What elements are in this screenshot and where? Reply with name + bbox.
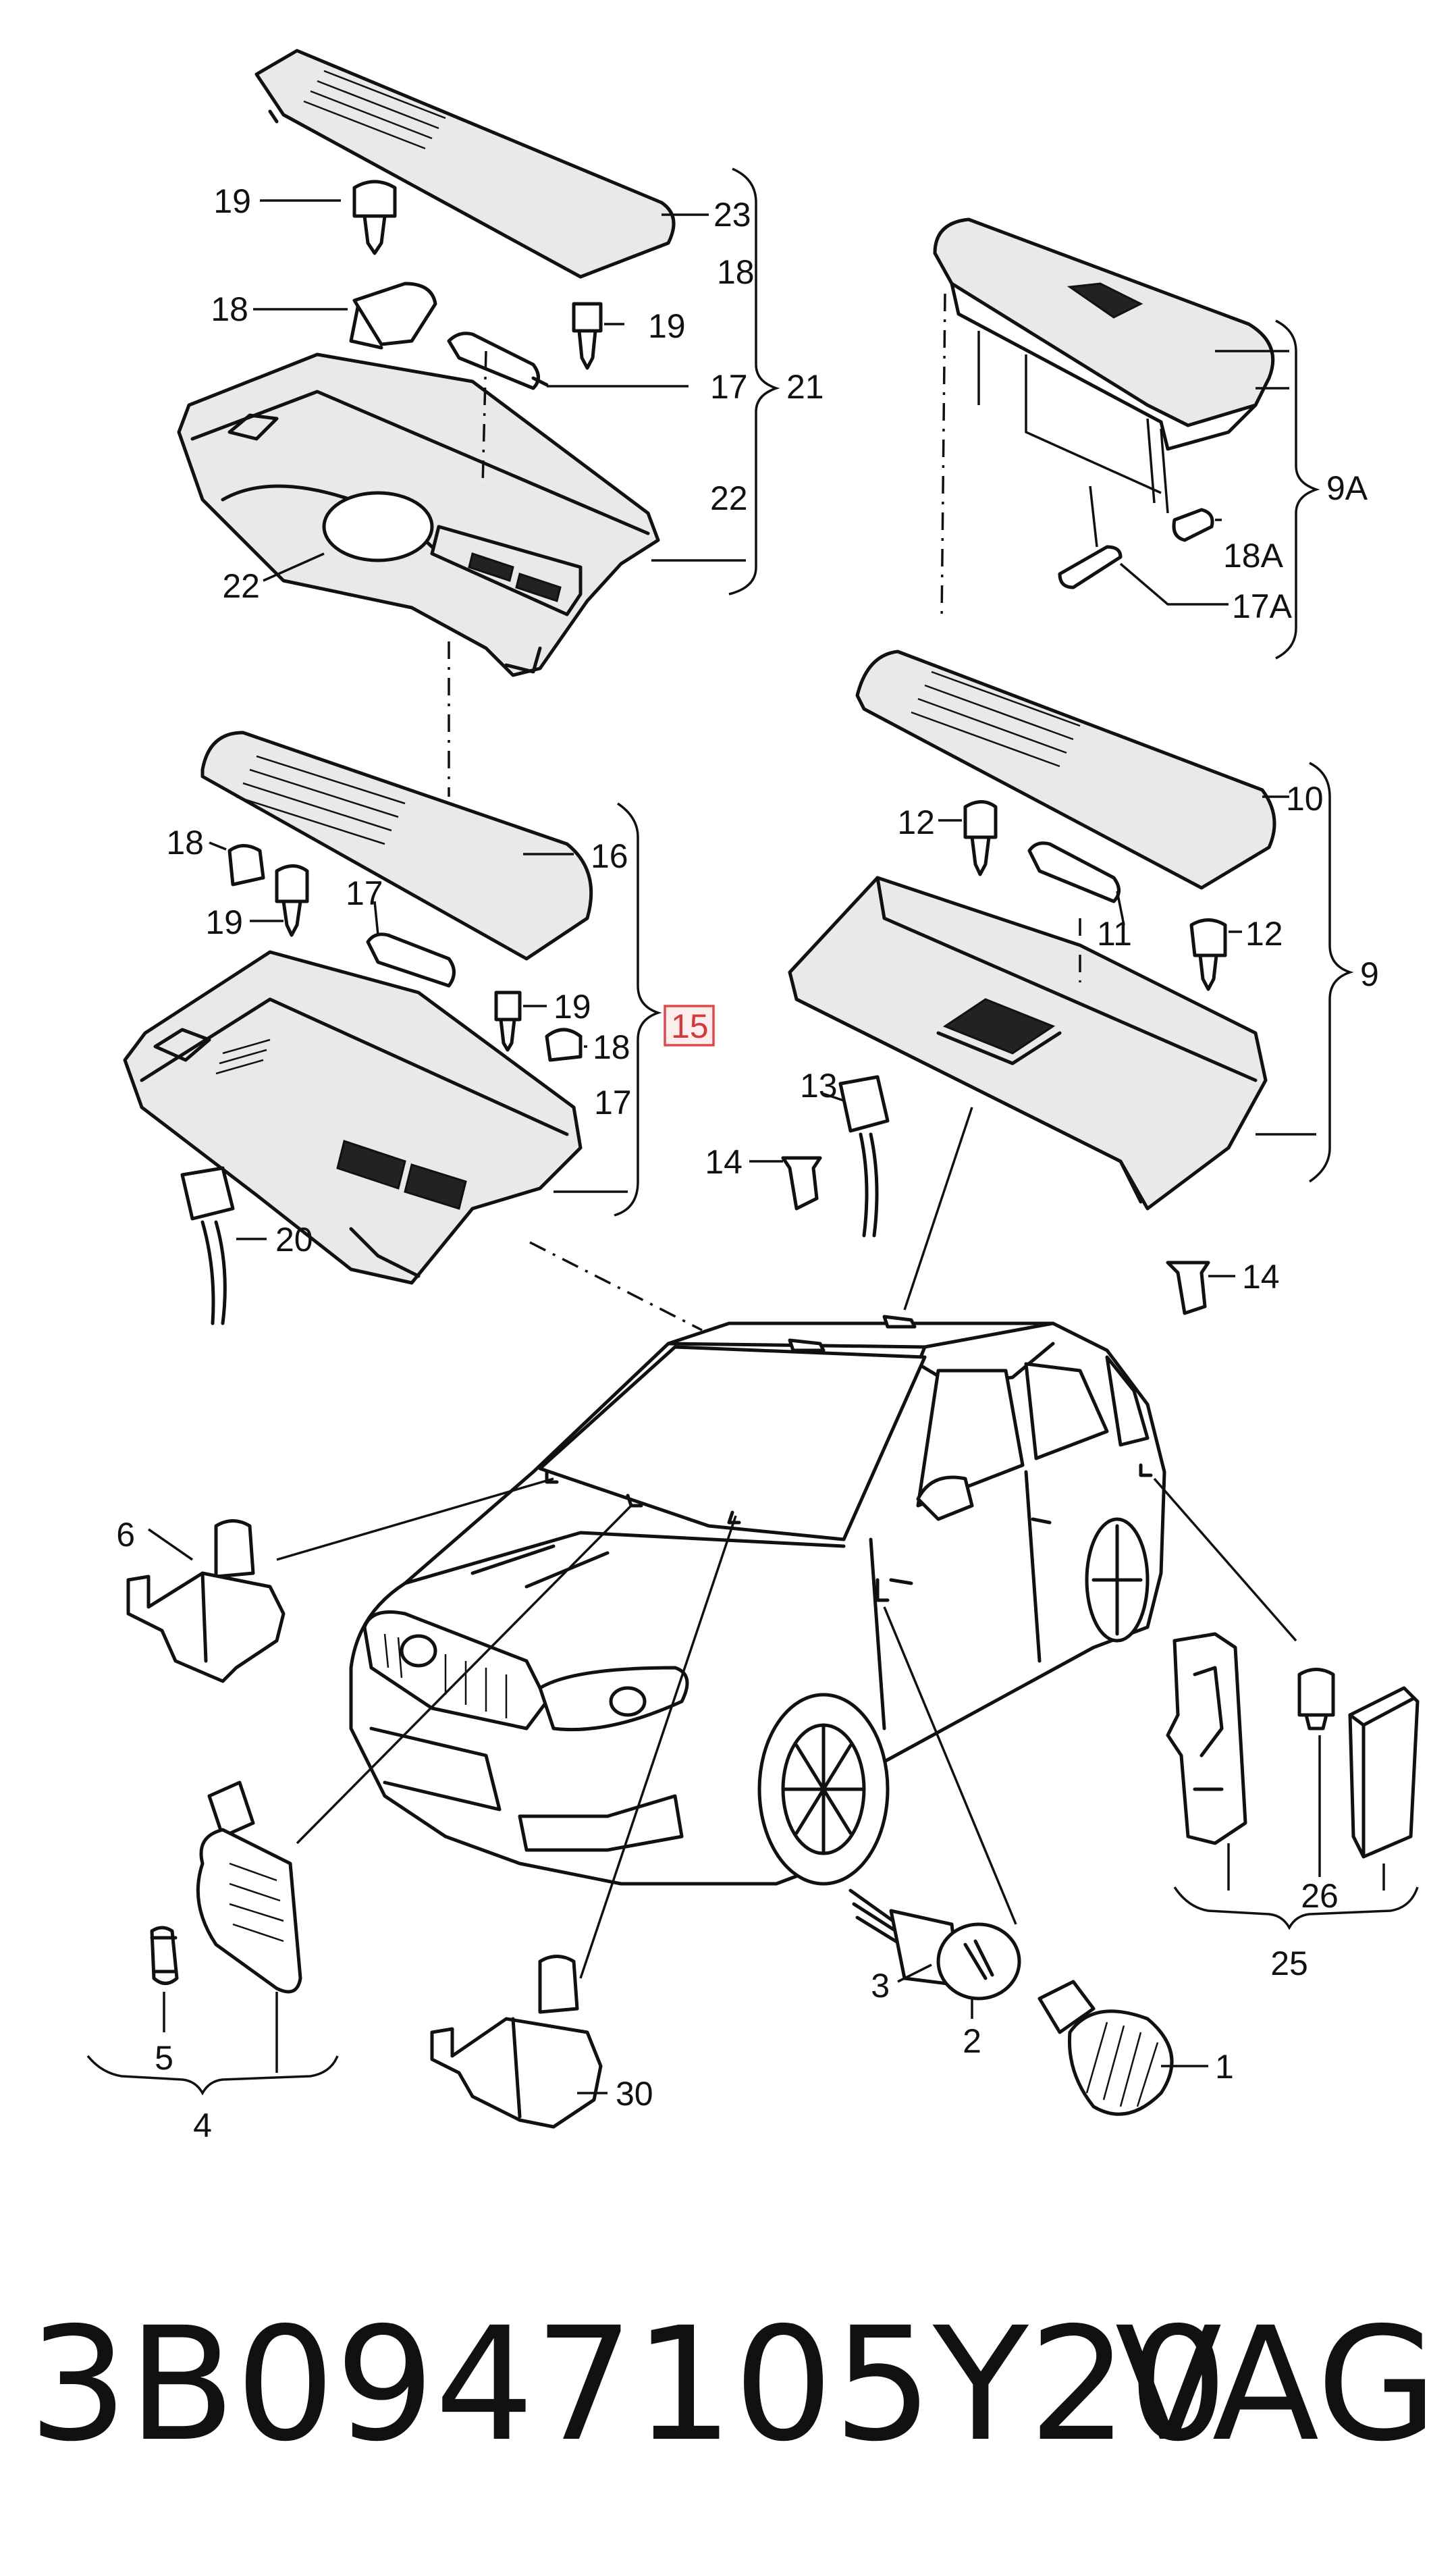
- label-12-a: 12: [897, 803, 935, 841]
- car-windshield: [538, 1345, 927, 1541]
- label-19-b: 19: [648, 307, 686, 345]
- label-10: 10: [1286, 780, 1324, 818]
- side-repeater-1: [1037, 1980, 1174, 2116]
- festoon-11: [1027, 841, 1121, 903]
- bulb-12-left: [963, 800, 998, 876]
- label-11: 11: [1097, 915, 1132, 953]
- bulb-5: [150, 1926, 179, 1985]
- label-3: 3: [871, 1967, 890, 2005]
- lower-parts-drawing: [86, 1477, 1420, 2129]
- switch-9A: [1067, 282, 1143, 319]
- connector-20: [180, 1166, 235, 1325]
- housing-15: [123, 950, 583, 1285]
- brand-name: VAG: [1115, 2294, 1438, 2476]
- bulb-19-mid-right: [494, 990, 522, 1052]
- label-19-a: 19: [213, 182, 251, 220]
- assembly-9A-drawing: [933, 217, 1320, 660]
- label-18-a: 18: [717, 253, 755, 291]
- switch-30: [430, 1955, 603, 2129]
- festoon-17A: [1058, 545, 1123, 589]
- car-drawing: [349, 1315, 1166, 1886]
- label-1: 1: [1215, 2048, 1234, 2086]
- label-6: 6: [116, 1516, 135, 1554]
- label-12-b: 12: [1245, 915, 1283, 953]
- label-16: 16: [591, 837, 628, 875]
- label-13: 13: [800, 1067, 838, 1105]
- callout-15-box: [664, 1005, 715, 1047]
- label-5: 5: [155, 2039, 173, 2077]
- car-rear-side-window: [1024, 1362, 1109, 1460]
- bulb-12-right: [1189, 918, 1227, 991]
- lamp-25-holder: [1166, 1632, 1247, 1845]
- label-30: 30: [616, 2075, 653, 2113]
- label-18A: 18A: [1223, 537, 1284, 575]
- clip-14-right: [1166, 1261, 1210, 1315]
- cover-16-grille: [236, 755, 406, 845]
- bulb-18: [349, 282, 437, 350]
- label-17-a: 17: [710, 368, 748, 406]
- label-25: 25: [1270, 1945, 1308, 1982]
- label-2: 2: [963, 2022, 981, 2060]
- label-17A: 17A: [1232, 587, 1293, 625]
- bulb-18-mid-right: [545, 1028, 583, 1062]
- label-4: 4: [193, 2107, 212, 2144]
- brace-25: [1173, 1886, 1419, 1930]
- bulb-19-top: [352, 180, 397, 255]
- lamp-4: [196, 1780, 302, 1994]
- label-18-c: 18: [166, 824, 204, 862]
- label-22-a: 22: [710, 479, 748, 517]
- control-unit-25: [1348, 1686, 1420, 1859]
- car-front-side-window: [916, 1369, 1025, 1508]
- label-17-c: 17: [594, 1084, 632, 1121]
- festoon-17: [447, 332, 549, 390]
- switch-6: [126, 1519, 286, 1683]
- brace-9: [1309, 762, 1354, 1183]
- festoon-17-mid: [366, 932, 456, 988]
- label-9A: 9A: [1326, 469, 1368, 507]
- bulb-19-right: [572, 302, 603, 370]
- car-front-grille: [362, 1610, 549, 1730]
- label-19-c: 19: [205, 903, 243, 941]
- cover-16: [200, 731, 593, 961]
- label-22-b: 22: [222, 567, 260, 605]
- brace-15: [614, 802, 662, 1217]
- label-14-b: 14: [1242, 1258, 1280, 1296]
- label-20: 20: [275, 1221, 313, 1259]
- label-19-d: 19: [554, 988, 591, 1026]
- cover-10: [855, 650, 1276, 890]
- label-18-d: 18: [593, 1028, 630, 1066]
- cover-23: [254, 49, 676, 279]
- label-23: 23: [713, 196, 751, 234]
- bulb-18-mid: [227, 844, 265, 887]
- label-14-a: 14: [705, 1143, 743, 1181]
- label-9: 9: [1360, 955, 1379, 993]
- assembly-15-drawing: [123, 731, 703, 1331]
- label-15: 15: [671, 1007, 709, 1045]
- bulb-26: [1297, 1668, 1335, 1730]
- part-number: 3B0947105Y20: [28, 2294, 1228, 2476]
- bulb-18A: [1172, 508, 1214, 542]
- label-21: 21: [786, 368, 824, 406]
- cover-10-grille: [911, 670, 1081, 768]
- car-mirror: [916, 1475, 974, 1521]
- assembly-9-drawing: [749, 650, 1354, 1315]
- label-18-b: 18: [211, 290, 248, 328]
- housing-9A: [933, 217, 1275, 427]
- bulb-2: [936, 1922, 1021, 2001]
- assembly-21-drawing: [177, 49, 780, 797]
- bulb-19-mid: [275, 864, 309, 937]
- switch-9: [942, 998, 1056, 1055]
- brace-4: [86, 2055, 339, 2096]
- label-26: 26: [1301, 1877, 1339, 1915]
- cover-23-grille: [303, 70, 446, 150]
- car-headlight: [538, 1666, 689, 1732]
- brace-21: [728, 167, 780, 596]
- connector-13: [838, 1075, 890, 1238]
- clip-14-left: [781, 1156, 822, 1211]
- label-17-b: 17: [346, 874, 383, 912]
- callout-labels: 19 23 18 18 19 17 21 22 22 9A 18A 17A 10…: [116, 182, 1379, 2144]
- brace-9A: [1275, 319, 1320, 660]
